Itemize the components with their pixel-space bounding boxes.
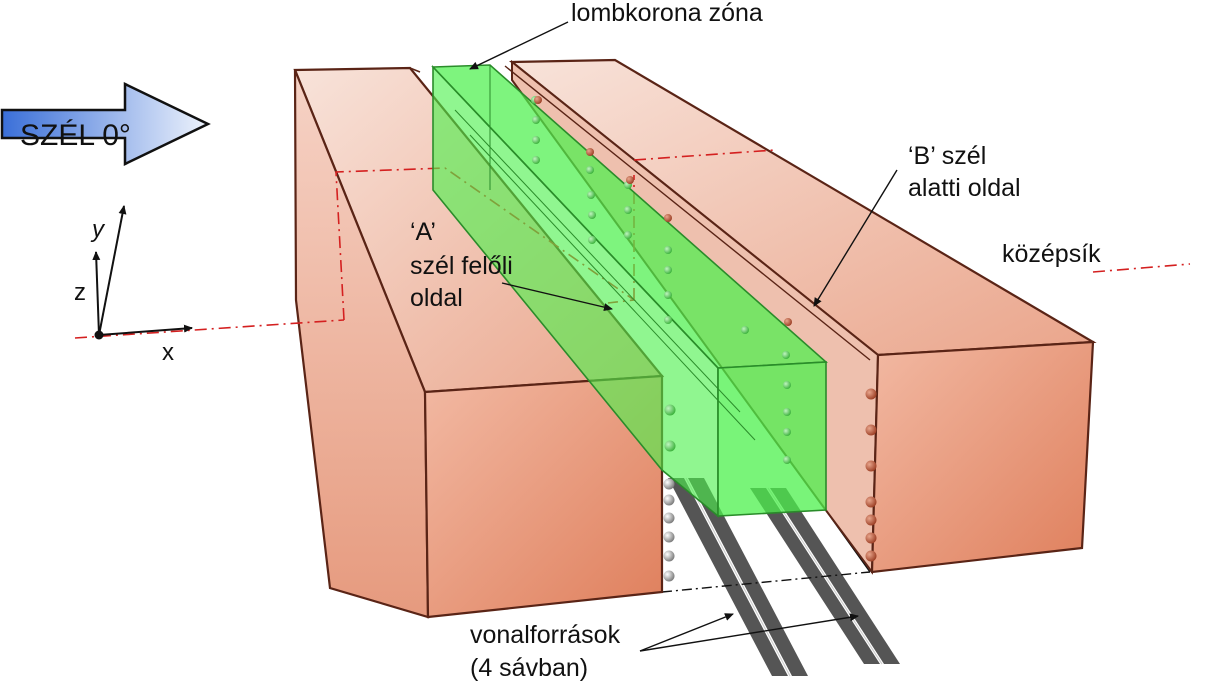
canopy-zone: [431, 64, 828, 518]
measurement-point-roof-edge: [784, 318, 792, 326]
axes-origin: [94, 330, 104, 340]
wind-arrow-label: SZÉL 0°: [20, 119, 131, 152]
measurement-point-canopy: [588, 211, 596, 219]
y-axis: [98, 205, 127, 336]
measurement-point-roof-edge: [626, 176, 634, 184]
measurement-point-wall-b: [865, 424, 877, 436]
building-left-side: [293, 69, 430, 619]
measurement-point-roof-edge: [586, 148, 594, 156]
measurement-point-canopy: [783, 456, 791, 464]
x-axis: [98, 324, 193, 336]
measurement-point-canopy: [624, 206, 632, 214]
measurement-point-canopy: [782, 351, 790, 359]
measurement-point-roof-edge: [534, 96, 542, 104]
midplane-label: középsík: [1002, 240, 1101, 268]
road-centre-stripe: [685, 477, 791, 677]
measurement-point-canopy: [664, 266, 672, 274]
street-end-line: [661, 571, 871, 593]
building-left-wall-edge: [409, 67, 421, 73]
side-b-label-line2: alatti oldal: [908, 174, 1021, 202]
axes-glyph: x y z: [74, 205, 193, 366]
measurement-point-canopy: [664, 291, 672, 299]
line-sources-label-line2: (4 sávban): [470, 654, 588, 682]
measurement-point-canopy: [532, 116, 540, 124]
canopy-zone-label: lombkorona zóna: [571, 0, 763, 27]
leader-side-b: [813, 169, 898, 307]
side-a-label-line1: ‘A’: [410, 218, 436, 246]
leader-sources-1: [639, 613, 734, 652]
canopy-inner-edge: [454, 109, 741, 413]
leader-side-a: [501, 282, 613, 312]
annotation-labels: lombkorona zóna ‘B’ szél alatti oldal kö…: [410, 0, 1101, 682]
measurement-point-wall-b: [865, 550, 877, 562]
measurement-point-wall-a: [663, 512, 675, 524]
side-b-label-line1: ‘B’ szél: [908, 142, 986, 170]
measurement-point-canopy: [588, 236, 596, 244]
measurement-point-wall-b: [865, 388, 877, 400]
measurement-point-canopy: [664, 246, 672, 254]
measurement-point-roof-edge: [664, 214, 672, 222]
line-sources-label-line1: vonalforrások: [470, 621, 621, 649]
measurement-point-canopy: [532, 136, 540, 144]
measurement-point-wall-a: [663, 531, 675, 543]
measurement-point-wall-a: [664, 440, 676, 452]
midplane-line: [1092, 263, 1191, 273]
leader-sources-2: [639, 613, 859, 652]
road-lane-4: [770, 488, 900, 664]
road-lane-2: [688, 478, 808, 676]
measurement-point-canopy: [532, 156, 540, 164]
side-a-label-line2: szél felőli: [410, 252, 513, 280]
measurement-point-wall-a: [663, 478, 675, 490]
road-lane-1: [668, 478, 788, 676]
wind-arrow-shape: [0, 82, 211, 166]
x-axis-label: x: [162, 339, 174, 366]
wind-arrow: SZÉL 0°: [0, 82, 211, 166]
y-axis-label: y: [90, 216, 106, 243]
canopy-inner-edge: [469, 134, 756, 441]
measurement-point-wall-a: [663, 494, 675, 506]
side-a-label-line3: oldal: [410, 284, 463, 312]
measurement-point-wall-b: [865, 514, 877, 526]
z-axis-label: z: [74, 279, 86, 306]
measurement-point-wall-b: [865, 532, 877, 544]
measurement-point-wall-b: [865, 496, 877, 508]
measurement-point-wall-a: [664, 404, 676, 416]
line-sources: [661, 440, 900, 677]
measurement-point-canopy: [586, 166, 594, 174]
measurement-point-canopy: [783, 408, 791, 416]
measurement-point-canopy: [587, 191, 595, 199]
measurement-point-canopy: [624, 231, 632, 239]
measurement-point-wall-a: [663, 550, 675, 562]
measurement-point-wall-a: [663, 570, 675, 582]
building-right-wall-edge: [504, 65, 871, 361]
midplane-line: [74, 319, 345, 339]
measurement-point-canopy: [783, 428, 791, 436]
measurement-point-wall-b: [865, 460, 877, 472]
building-right-front: [870, 340, 1095, 574]
measurement-point-canopy: [783, 381, 791, 389]
canopy-front: [717, 361, 827, 517]
measurement-points: [531, 96, 877, 582]
leader-canopy: [469, 21, 569, 70]
road-lane-3: [750, 488, 880, 664]
z-axis: [92, 251, 101, 336]
building-left-front: [423, 374, 664, 619]
measurement-point-canopy: [741, 326, 749, 334]
callout-leaders: [469, 21, 898, 652]
measurement-point-canopy: [664, 316, 672, 324]
